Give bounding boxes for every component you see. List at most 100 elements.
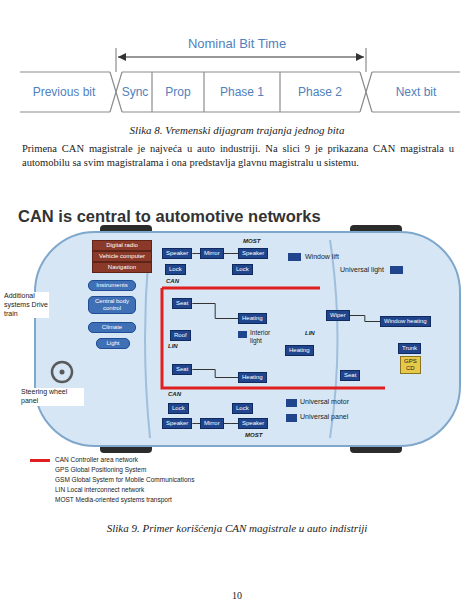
node-text: Lock	[172, 405, 185, 412]
legend-text: GPS Global Positioning System	[55, 466, 146, 473]
node-text: Digital radio	[96, 242, 148, 249]
node-text: Instruments	[92, 282, 132, 289]
node-text: CD	[404, 365, 417, 372]
bit-timing-lines	[20, 48, 460, 112]
part-label: Nominal Bit Time	[0, 36, 474, 52]
figure-caption: Slika 8. Vremenski dijagram trajanja jed…	[0, 124, 474, 138]
module-box: Mirror	[200, 418, 224, 429]
module-box: Lock	[232, 264, 253, 275]
node-text: Heating	[242, 374, 263, 381]
bus-name: CAN	[166, 278, 179, 286]
legend-text: MOST Media-oriented systems transport	[55, 496, 172, 503]
module-box: Speaker	[238, 248, 268, 259]
part-label: Universal motor	[300, 398, 349, 407]
car-illustration	[35, 225, 460, 453]
node-text: GPS	[404, 358, 417, 365]
node-text: Phase 1	[220, 85, 264, 99]
bus-name: MOST	[245, 432, 262, 440]
figure-title: CAN is central to automotive networks	[18, 207, 321, 226]
module-box: Window heating	[380, 316, 431, 327]
wire	[192, 304, 238, 319]
part-label: Additional systems Drive train	[3, 292, 49, 318]
module-box: Roof	[170, 330, 191, 341]
bus-name: LIN	[305, 330, 315, 338]
bit-segment: Previous bit	[20, 72, 108, 112]
node-text: Speaker	[166, 250, 188, 257]
module-box: Heating	[238, 372, 267, 383]
bit-segment: Next bit	[372, 72, 460, 112]
module-box: Navigation	[92, 262, 152, 273]
bus-name: MOST	[243, 238, 260, 246]
bus-name: CAN	[168, 391, 181, 399]
legend-entry: GPS Global Positioning System	[30, 466, 146, 474]
node-text: Speaker	[242, 420, 264, 427]
node-text: Lock	[236, 405, 249, 412]
legend-entry: CAN Controller area network	[30, 456, 138, 464]
module-box: Wiper	[326, 310, 350, 321]
node-text: Trunk	[402, 345, 417, 352]
module-box: Seat	[340, 370, 360, 381]
node-text: Central body control	[92, 298, 132, 312]
module-box: Climate	[88, 322, 136, 333]
node-text: Mirror	[204, 250, 220, 257]
legend-text: GSM Global System for Mobile Communicati…	[55, 476, 194, 483]
module-box: Speaker	[162, 248, 192, 259]
module-box: Speaker	[238, 418, 268, 429]
node-text: Speaker	[242, 250, 264, 257]
bit-segment: Prop	[152, 72, 204, 112]
bit-segment: Phase 2	[280, 72, 360, 112]
node-text: Vehicle computer	[96, 253, 148, 260]
part-label: Universal light	[340, 266, 384, 275]
node-text: Heating	[289, 347, 310, 354]
module-box: Mirror	[200, 248, 224, 259]
bit-segment: Sync	[118, 72, 152, 112]
node-text: Wiper	[330, 312, 346, 319]
node-text: Speaker	[166, 420, 188, 427]
node-text: Mirror	[204, 420, 220, 427]
figure-caption: Slika 9. Primer korišćenja CAN magistral…	[0, 522, 474, 536]
legend-entry: MOST Media-oriented systems transport	[30, 496, 172, 504]
module-box: Light	[96, 338, 130, 349]
part-label: 10	[0, 590, 474, 603]
module-box: Heating	[238, 313, 267, 324]
module-box: Lock	[165, 264, 186, 275]
legend-swatch	[30, 459, 50, 462]
legend-text: LIN Local interconnect network	[55, 486, 144, 493]
body-paragraph: Primena CAN magistrale je najveća u auto…	[22, 142, 454, 170]
can-bus-line	[162, 288, 385, 388]
part-label: Interior light	[250, 329, 280, 345]
node-text: Roof	[174, 332, 187, 339]
module-box: Lock	[232, 403, 253, 414]
wire	[192, 423, 200, 424]
node-text: Climate	[92, 324, 132, 331]
module-box: Trunk	[398, 343, 421, 354]
node-text: Next bit	[396, 85, 437, 99]
module-box: Instruments	[88, 280, 136, 291]
node-text: Previous bit	[33, 85, 96, 99]
node-text: Prop	[165, 85, 190, 99]
node-text: Seat	[176, 300, 188, 307]
module-box: Speaker	[162, 418, 192, 429]
module-box: Seat	[172, 364, 192, 375]
module-box: Digital radio	[92, 240, 152, 251]
wire	[192, 253, 200, 254]
module-box: GPSCD	[400, 356, 421, 374]
node-text: Phase 2	[298, 85, 342, 99]
node-text: Seat	[344, 372, 356, 379]
wire	[224, 253, 238, 254]
wire	[350, 316, 380, 322]
wire	[192, 370, 238, 378]
module-box: Vehicle computer	[92, 251, 152, 262]
legend-entry: GSM Global System for Mobile Communicati…	[30, 476, 194, 484]
wire	[224, 423, 238, 424]
node-text: Seat	[176, 366, 188, 373]
legend-entry: LIN Local interconnect network	[30, 486, 144, 494]
module-box: Central body control	[88, 296, 136, 314]
node-text: Window heating	[384, 318, 427, 325]
part-label: Universal panel	[300, 413, 348, 422]
node-text: Heating	[242, 315, 263, 322]
node-text: Sync	[122, 85, 149, 99]
node-text: Lock	[169, 266, 182, 273]
module-box: Lock	[168, 403, 189, 414]
module-box: Seat	[172, 298, 192, 309]
